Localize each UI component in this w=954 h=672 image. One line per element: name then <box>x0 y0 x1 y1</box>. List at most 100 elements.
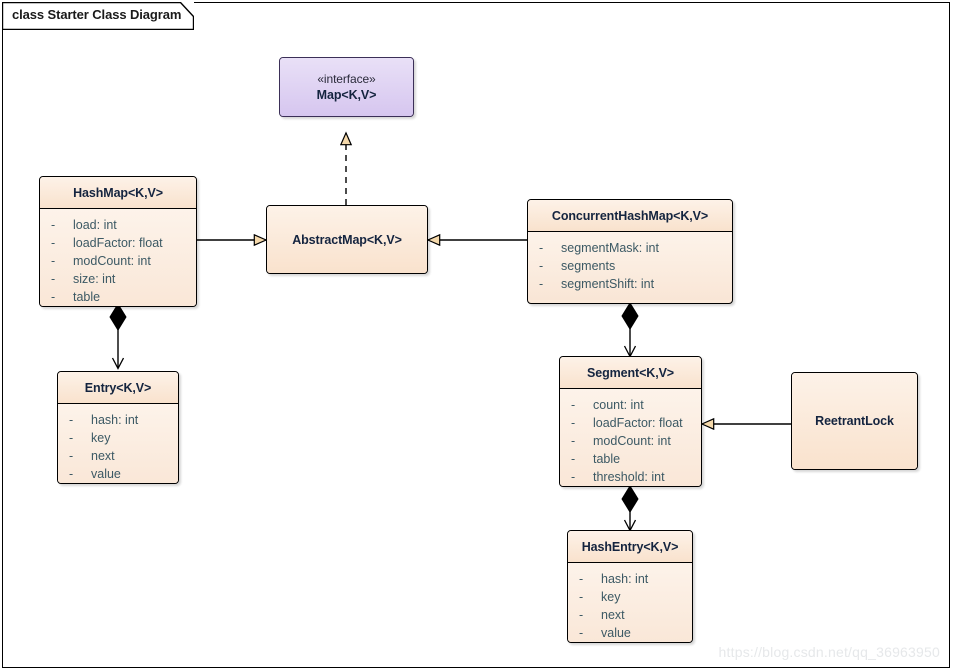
attribute-row: - value <box>568 624 692 642</box>
header-divider-hashmap <box>40 208 196 210</box>
attribute-row: - next <box>568 606 692 624</box>
attribute-row: - loadFactor: float <box>40 234 196 252</box>
attribute-list-hashmap: - load: int - loadFactor: float - modCou… <box>40 209 196 306</box>
visibility-marker: - <box>51 290 56 305</box>
attribute-label: value <box>601 626 631 641</box>
attribute-label: key <box>601 590 621 605</box>
class-header-entry: Entry<K,V> <box>58 372 178 403</box>
stereotype-label-map: «interface» <box>317 71 376 86</box>
attribute-label: modCount: int <box>593 434 671 449</box>
class-node-hashmap[interactable]: HashMap<K,V> - load: int - loadFactor: f… <box>39 176 197 307</box>
visibility-marker: - <box>571 416 576 431</box>
class-header-abstractmap: AbstractMap<K,V> <box>267 206 427 273</box>
attribute-label: hash: int <box>91 413 139 428</box>
diagram-title-label: class Starter Class Diagram <box>12 7 182 22</box>
class-header-segment: Segment<K,V> <box>560 357 701 388</box>
visibility-marker: - <box>571 470 576 485</box>
class-name-map: Map<K,V> <box>316 87 377 102</box>
class-name-hashentry: HashEntry<K,V> <box>581 539 679 554</box>
class-header-map: «interface» Map<K,V> <box>280 58 413 116</box>
attribute-row: - next <box>58 447 178 465</box>
attribute-row: - hash: int <box>568 570 692 588</box>
attribute-list-entry: - hash: int - key - next - value <box>58 404 178 483</box>
header-divider-concurrenthashmap <box>528 231 732 233</box>
class-name-entry: Entry<K,V> <box>84 380 152 395</box>
attribute-row: - table <box>40 288 196 306</box>
visibility-marker: - <box>579 608 584 623</box>
watermark-text: https://blog.csdn.net/qq_36963950 <box>718 644 940 660</box>
visibility-marker: - <box>579 572 584 587</box>
attribute-row: - value <box>58 465 178 483</box>
visibility-marker: - <box>51 272 56 287</box>
attribute-row: - table <box>560 450 701 468</box>
header-divider-hashentry <box>568 562 692 564</box>
class-node-segment[interactable]: Segment<K,V> - count: int - loadFactor: … <box>559 356 702 487</box>
attribute-row: - segments <box>528 257 732 275</box>
attribute-row: - key <box>568 588 692 606</box>
attribute-label: load: int <box>73 218 117 233</box>
class-name-abstractmap: AbstractMap<K,V> <box>292 232 402 247</box>
attribute-row: - modCount: int <box>560 432 701 450</box>
attribute-label: threshold: int <box>593 470 665 485</box>
attribute-row: - threshold: int <box>560 468 701 486</box>
frame-title-tab-shape <box>2 2 194 30</box>
class-name-hashmap: HashMap<K,V> <box>73 185 163 200</box>
attribute-label: key <box>91 431 111 446</box>
attribute-list-concurrenthashmap: - segmentMask: int - segments - segmentS… <box>528 232 732 301</box>
attribute-row: - modCount: int <box>40 252 196 270</box>
visibility-marker: - <box>69 449 74 464</box>
visibility-marker: - <box>539 241 544 256</box>
visibility-marker: - <box>571 398 576 413</box>
visibility-marker: - <box>51 236 56 251</box>
attribute-list-hashentry: - hash: int - key - next - value <box>568 563 692 642</box>
visibility-marker: - <box>51 218 56 233</box>
attribute-label: segmentMask: int <box>561 241 659 256</box>
visibility-marker: - <box>571 434 576 449</box>
attribute-row: - load: int <box>40 216 196 234</box>
attribute-row: - size: int <box>40 270 196 288</box>
attribute-label: loadFactor: float <box>73 236 163 251</box>
class-node-hashentry[interactable]: HashEntry<K,V> - hash: int - key - next … <box>567 530 693 643</box>
diagram-frame-title: class Starter Class Diagram <box>2 2 194 30</box>
attribute-row: - count: int <box>560 396 701 414</box>
class-node-concurrenthashmap[interactable]: ConcurrentHashMap<K,V> - segmentMask: in… <box>527 199 733 304</box>
attribute-label: segments <box>561 259 616 274</box>
class-name-reetrantlock: ReetrantLock <box>815 414 894 428</box>
attribute-row: - hash: int <box>58 411 178 429</box>
attribute-row: - loadFactor: float <box>560 414 701 432</box>
visibility-marker: - <box>69 413 74 428</box>
class-header-hashentry: HashEntry<K,V> <box>568 531 692 562</box>
class-node-abstractmap[interactable]: AbstractMap<K,V> <box>266 205 428 274</box>
attribute-label: modCount: int <box>73 254 151 269</box>
class-node-reetrantlock[interactable]: ReetrantLock <box>791 372 918 470</box>
visibility-marker: - <box>69 467 74 482</box>
header-divider-segment <box>560 388 701 390</box>
visibility-marker: - <box>539 259 544 274</box>
attribute-row: - segmentShift: int <box>528 275 732 293</box>
attribute-row: - segmentMask: int <box>528 239 732 257</box>
visibility-marker: - <box>571 452 576 467</box>
attribute-label: hash: int <box>601 572 649 587</box>
class-node-entry[interactable]: Entry<K,V> - hash: int - key - next - va… <box>57 371 179 484</box>
class-name-segment: Segment<K,V> <box>586 365 675 380</box>
attribute-row: - key <box>58 429 178 447</box>
class-header-hashmap: HashMap<K,V> <box>40 177 196 208</box>
attribute-label: table <box>593 452 621 467</box>
visibility-marker: - <box>579 590 584 605</box>
class-header-concurrenthashmap: ConcurrentHashMap<K,V> <box>528 200 732 231</box>
class-node-map[interactable]: «interface» Map<K,V> <box>279 57 414 117</box>
class-header-reetrantlock: ReetrantLock <box>792 373 917 469</box>
attribute-label: segmentShift: int <box>561 277 655 292</box>
header-divider-entry <box>58 403 178 405</box>
attribute-label: next <box>601 608 625 623</box>
visibility-marker: - <box>51 254 56 269</box>
attribute-label: count: int <box>593 398 644 413</box>
visibility-marker: - <box>539 277 544 292</box>
attribute-label: value <box>91 467 121 482</box>
attribute-label: table <box>73 290 101 305</box>
visibility-marker: - <box>579 626 584 641</box>
attribute-list-segment: - count: int - loadFactor: float - modCo… <box>560 389 701 486</box>
attribute-label: size: int <box>73 272 116 287</box>
